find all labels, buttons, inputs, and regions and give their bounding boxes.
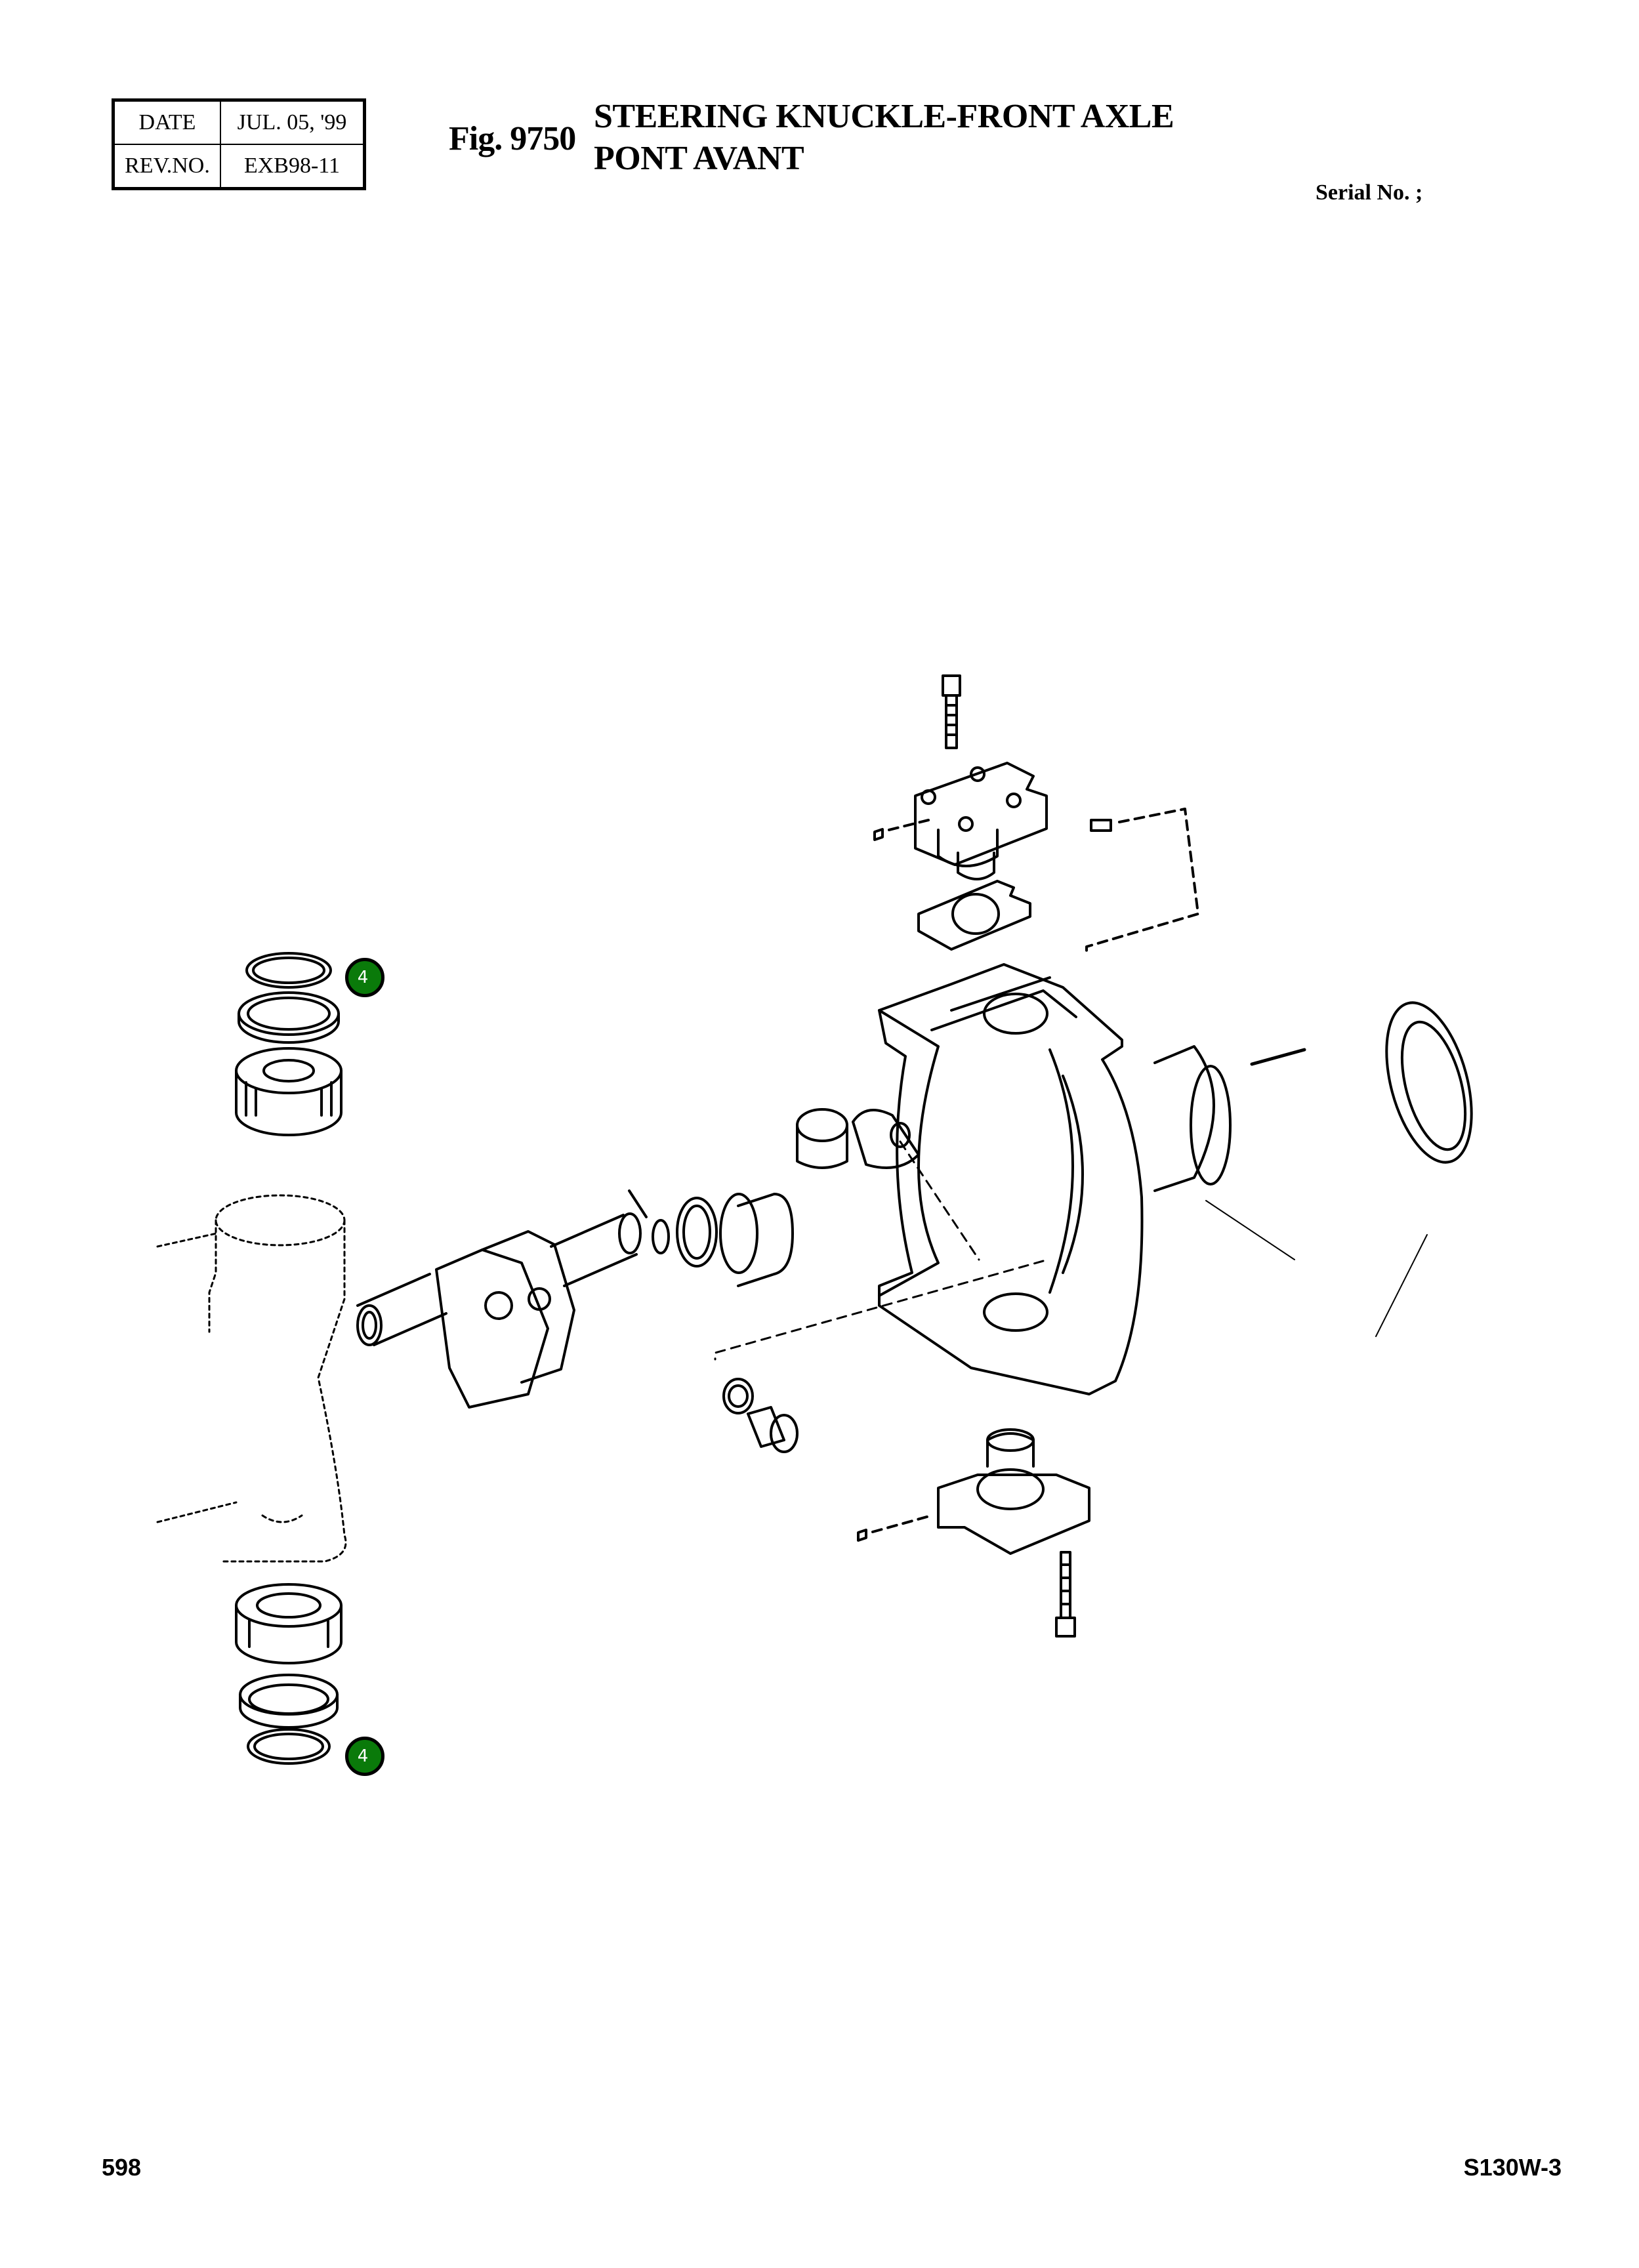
leader-line-nut xyxy=(1375,1234,1428,1337)
rev-label: REV.NO. xyxy=(112,144,221,190)
page-number: 598 xyxy=(102,2154,142,2181)
lower-grease-bolt-icon xyxy=(747,1406,799,1453)
axle-housing-icon xyxy=(156,1194,347,1563)
title-french: PONT AVANT xyxy=(594,140,804,177)
snap-ring-icon xyxy=(628,1189,670,1254)
upper-bolt-icon xyxy=(942,674,961,749)
upper-shim-gasket-icon xyxy=(917,880,1031,951)
knuckle-dashed-guide xyxy=(899,1140,980,1261)
serial-number-label: Serial No. ; xyxy=(1316,180,1423,205)
date-value: JUL. 05, '99 xyxy=(220,99,365,145)
rev-value: EXB98-11 xyxy=(220,144,365,190)
model-code: S130W-3 xyxy=(1463,2154,1562,2181)
callout-label: 4 xyxy=(357,968,369,987)
callout-label: 4 xyxy=(357,1746,369,1766)
breather-plug-icon xyxy=(1085,808,1199,958)
upper-oring-icon xyxy=(245,952,332,989)
upper-roller-bearing-icon xyxy=(235,1047,342,1136)
lower-roller-bearing-icon xyxy=(235,1583,342,1664)
universal-joint-shaft-icon xyxy=(356,1212,642,1409)
lower-dashed-guide xyxy=(714,1260,1045,1361)
callout-badge-lower[interactable]: 4 xyxy=(345,1737,384,1776)
callout-badge-upper[interactable]: 4 xyxy=(345,958,384,997)
figure-number: Fig. 9750 xyxy=(449,120,576,157)
shaft-seal-icon xyxy=(676,1197,718,1268)
revision-table: DATE JUL. 05, '99 REV.NO. EXB98-11 xyxy=(112,98,366,190)
steering-knuckle-icon xyxy=(796,963,1144,1395)
title-english: STEERING KNUCKLE-FRONT AXLE xyxy=(594,98,1174,135)
lower-bearing-cup-icon xyxy=(239,1674,339,1729)
date-label: DATE xyxy=(112,99,221,145)
lower-oring-icon xyxy=(247,1728,331,1765)
lower-bolt-icon xyxy=(1055,1551,1076,1638)
bushing-icon xyxy=(719,1193,794,1287)
lower-kingpin-cap-icon xyxy=(937,1428,1090,1555)
lower-grease-fitting-icon xyxy=(857,1514,933,1542)
lower-plug-icon xyxy=(722,1378,754,1414)
spindle-hub-icon xyxy=(1153,1045,1232,1192)
lock-nut-icon xyxy=(1385,1001,1473,1164)
leader-line-hub xyxy=(1205,1200,1295,1260)
upper-grease-fitting-icon xyxy=(873,819,930,841)
upper-bearing-cup-icon xyxy=(238,991,340,1044)
upper-kingpin-cap-icon xyxy=(914,762,1048,880)
lock-pin-icon xyxy=(1250,1048,1306,1066)
